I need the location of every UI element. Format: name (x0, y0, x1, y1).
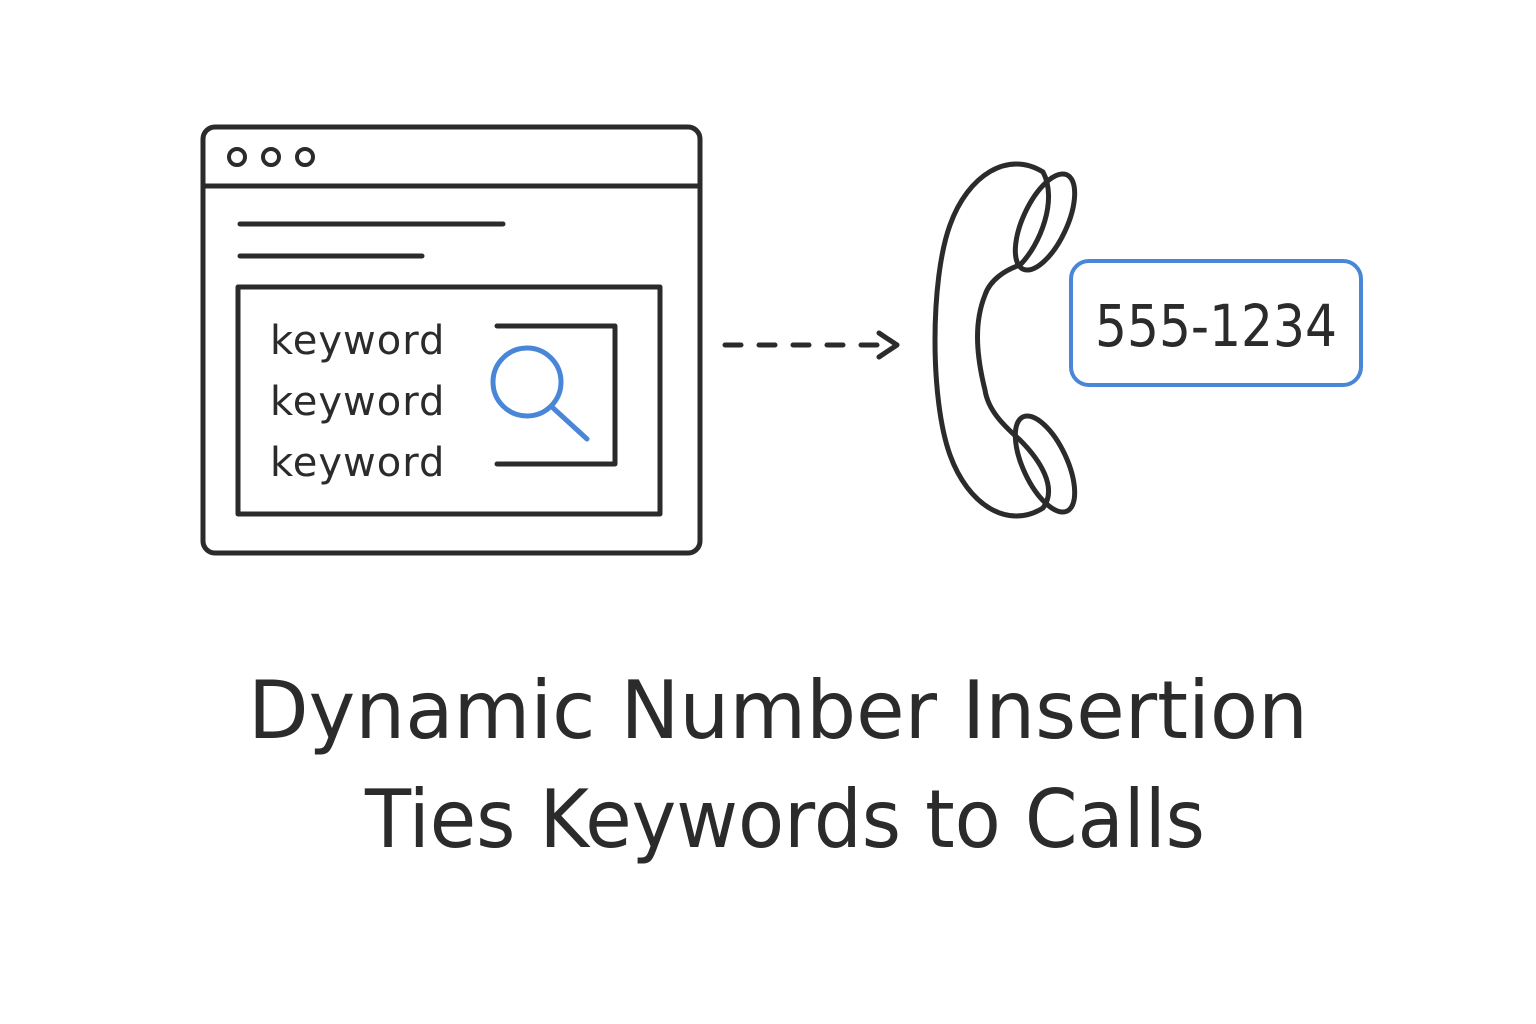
keyword-text: keyword (270, 379, 445, 425)
browser-frame (200, 124, 703, 556)
keyword-text: keyword (270, 318, 445, 364)
ad-panel (235, 284, 663, 517)
keyword-text: keyword (270, 440, 445, 486)
window-control-dot (261, 147, 281, 167)
phone-number: 555-1234 (1095, 292, 1337, 360)
window-control-dot (227, 147, 247, 167)
dashed-arrow (722, 330, 900, 360)
window-control-dot (295, 147, 315, 167)
phone-number-box (1069, 259, 1363, 387)
phone-handset-icon (932, 161, 1078, 519)
browser-window (200, 124, 703, 556)
title-line-1: Dynamic Number Insertion (248, 664, 1308, 757)
magnifier-icon (490, 345, 590, 442)
title-line-2: Ties Keywords to Calls (364, 773, 1205, 866)
search-bracket (494, 323, 618, 467)
